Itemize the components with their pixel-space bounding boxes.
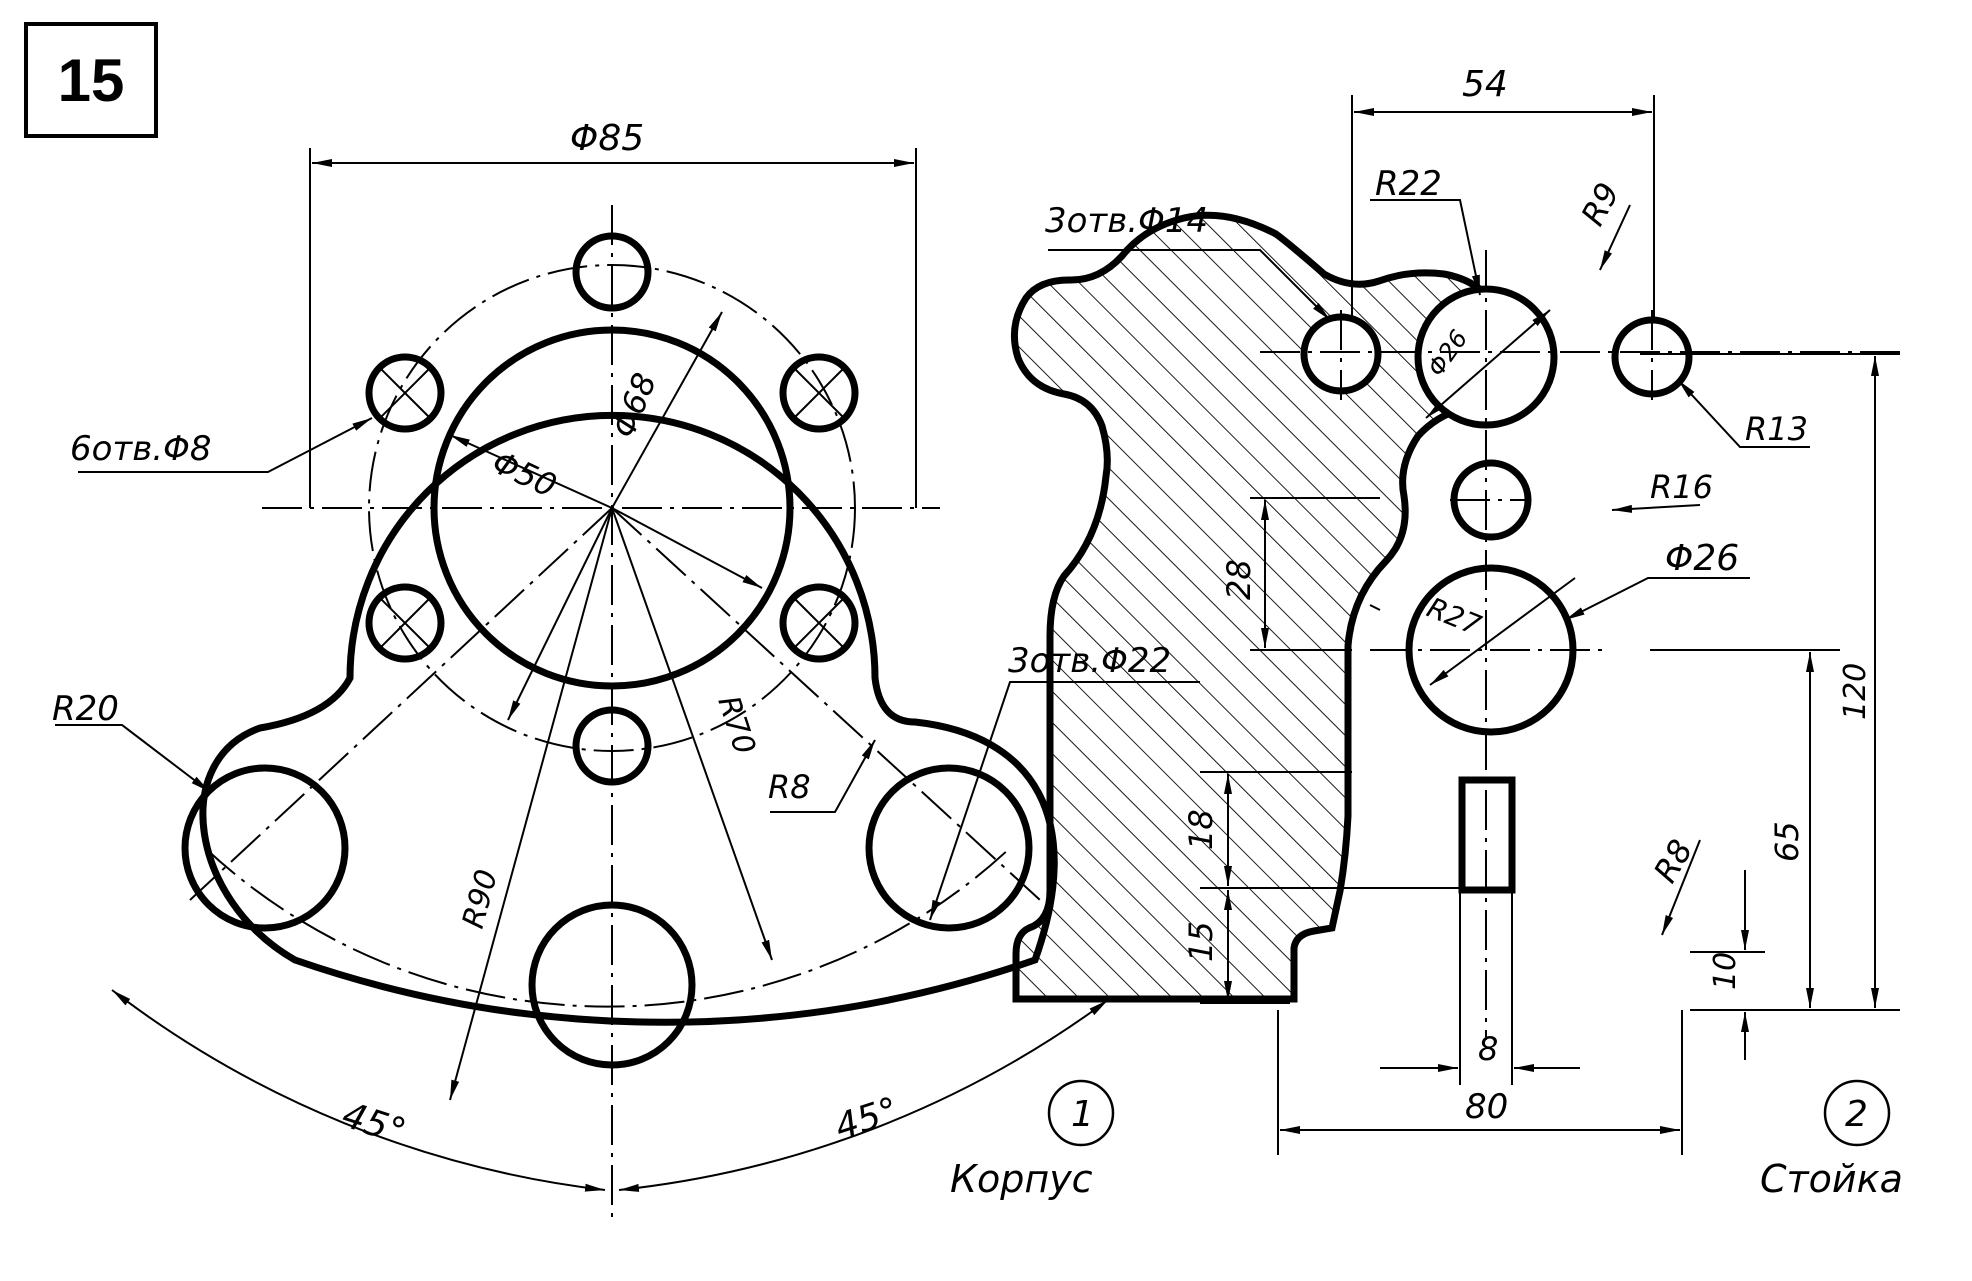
housing-centerlines [262, 205, 940, 1225]
dim-h18: 18 [1182, 809, 1220, 850]
sheet-number-box: 15 [24, 22, 158, 138]
dim-w80: 80 [1465, 1087, 1508, 1127]
dim-r13: R13 [1745, 410, 1808, 448]
dim-r8: R8 [768, 768, 811, 806]
dim-h10: 10 [1708, 952, 1743, 990]
dim-r22: R22 [1375, 164, 1442, 204]
part-name-2: Стойка [1760, 1157, 1903, 1201]
part-number-1: 1 [1071, 1094, 1094, 1135]
dim-d85: Φ85 [570, 118, 644, 159]
dim-r16: R16 [1650, 468, 1713, 506]
dim-w54: 54 [1462, 64, 1508, 105]
dim-r20: R20 [52, 689, 119, 729]
dim-r9: R9 [1574, 176, 1628, 231]
dim-h15: 15 [1182, 921, 1220, 962]
dim-h65: 65 [1768, 821, 1806, 862]
dim-holes-6: 6отв.Φ8 [70, 429, 211, 469]
housing-outline [199, 412, 1058, 1026]
sheet-number: 15 [57, 46, 125, 114]
dim-w8: 8 [1478, 1030, 1498, 1068]
stand-body [1010, 211, 1510, 1003]
stand-dims [1048, 95, 1900, 1155]
small-holes [365, 232, 859, 786]
r70-arc [204, 847, 1011, 1008]
dim-d26: Φ26 [1665, 538, 1739, 579]
part-number-circle-1 [1047, 1079, 1115, 1147]
dim-holes-3-stand: 3отв.Φ14 [1045, 201, 1208, 241]
part-name-1: Корпус [950, 1157, 1093, 1201]
stand-part [1010, 211, 1900, 1040]
part-number-2: 2 [1845, 1094, 1868, 1135]
dim-h28: 28 [1220, 559, 1258, 600]
dim-h120: 120 [1838, 663, 1873, 720]
part-number-circle-2 [1823, 1079, 1891, 1147]
dim-r8-stand: R8 [1646, 833, 1700, 889]
